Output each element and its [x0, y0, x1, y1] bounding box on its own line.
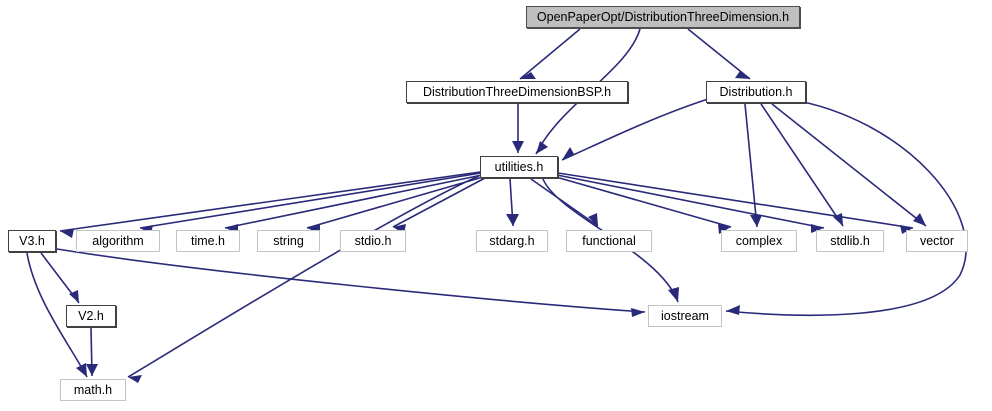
graph-node-label-util: utilities.h	[494, 159, 544, 174]
edge-util-to-v3	[59, 171, 481, 232]
arrowhead-dist-to-iostream	[726, 305, 740, 315]
edge-dist-to-utilities	[561, 98, 709, 161]
graph-node-stdio[interactable]: stdio.h	[340, 230, 406, 252]
graph-node-v2[interactable]: V2.h	[66, 305, 116, 327]
arrowhead-util-to-math	[128, 375, 142, 383]
arrowhead-util-to-v3	[60, 229, 74, 238]
graph-node-label-stdio: stdio.h	[354, 233, 392, 248]
arrowhead-util-to-stdlib	[811, 224, 824, 233]
edge-util-to-math	[127, 175, 480, 378]
arrowhead-root-to-distribution	[735, 71, 750, 79]
graph-node-label-time: time.h	[190, 233, 226, 248]
arrowhead-dist-to-complex	[750, 215, 762, 227]
arrowhead-dist-to-vector	[913, 213, 926, 226]
edge-util-to-string	[306, 176, 484, 229]
edge-v3-to-iostream	[56, 248, 646, 313]
arrowhead-util-to-iostream	[668, 287, 679, 302]
graph-node-label-algorithm: algorithm	[92, 233, 144, 248]
graph-node-label-stdarg: stdarg.h	[489, 233, 535, 248]
edge-dist-to-stdlib	[760, 103, 844, 227]
edge-util-to-complex	[555, 176, 732, 228]
graph-node-root[interactable]: OpenPaperOpt/DistributionThreeDimension.…	[526, 6, 800, 28]
graph-node-label-dist: Distribution.h	[719, 84, 793, 99]
arrowhead-v3-to-iostream	[631, 308, 645, 317]
arrowhead-util-to-vector	[900, 225, 913, 234]
graph-node-dist[interactable]: Distribution.h	[706, 81, 806, 103]
edge-dist-to-iostream	[725, 98, 967, 316]
arrowhead-root-to-bsp	[520, 72, 536, 79]
graph-node-complex[interactable]: complex	[721, 230, 797, 252]
arrowhead-dist-to-utilities	[562, 147, 574, 160]
graph-node-label-bsp: DistributionThreeDimensionBSP.h	[422, 84, 612, 99]
edge-util-to-vector	[557, 172, 914, 229]
graph-node-label-v2: V2.h	[78, 308, 104, 323]
graph-node-algorithm[interactable]: algorithm	[76, 230, 160, 252]
arrowhead-bsp-to-utilities	[512, 141, 524, 153]
graph-node-string[interactable]: string	[257, 230, 320, 252]
graph-node-math[interactable]: math.h	[60, 379, 126, 401]
graph-node-vector[interactable]: vector	[906, 230, 968, 252]
graph-node-v3[interactable]: V3.h	[8, 230, 56, 252]
edge-util-to-time	[224, 174, 483, 229]
arrowhead-v3-to-math	[76, 363, 87, 377]
graph-node-stdlib[interactable]: stdlib.h	[816, 230, 884, 252]
arrowhead-dist-to-stdlib	[833, 213, 843, 226]
graph-node-label-complex: complex	[735, 233, 783, 248]
arrowhead-root-to-utilities	[536, 141, 548, 154]
graph-node-stdarg[interactable]: stdarg.h	[476, 230, 548, 252]
graph-node-bsp[interactable]: DistributionThreeDimensionBSP.h	[406, 81, 628, 103]
arrowhead-v2-to-math	[86, 364, 98, 376]
graph-node-label-vector: vector	[919, 233, 955, 248]
graph-node-time[interactable]: time.h	[176, 230, 240, 252]
arrowhead-util-to-functional	[588, 213, 598, 226]
edge-dist-to-complex	[744, 103, 758, 228]
graph-node-label-functional: functional	[582, 233, 636, 248]
edge-util-to-functional	[530, 178, 599, 227]
edge-root-to-distribution	[687, 28, 751, 80]
edge-util-to-algorithm	[139, 172, 482, 229]
edge-util-to-stdlib	[556, 174, 825, 229]
graph-node-iostream[interactable]: iostream	[648, 305, 722, 327]
graph-node-label-v3: V3.h	[19, 233, 45, 248]
edge-dist-to-vector	[771, 103, 927, 227]
graph-node-label-iostream: iostream	[661, 308, 709, 323]
graph-node-label-math: math.h	[73, 382, 113, 397]
graph-node-functional[interactable]: functional	[566, 230, 652, 252]
edge-root-to-bsp	[519, 28, 581, 80]
graph-node-util[interactable]: utilities.h	[480, 156, 558, 178]
arrowhead-util-to-stdarg	[506, 214, 519, 226]
graph-node-label-string: string	[273, 233, 304, 248]
arrowhead-v3-to-v2	[69, 290, 79, 303]
graph-node-label-root: OpenPaperOpt/DistributionThreeDimension.…	[536, 9, 790, 24]
graph-node-label-stdlib: stdlib.h	[830, 233, 870, 248]
edge-util-to-stdio	[392, 177, 486, 228]
